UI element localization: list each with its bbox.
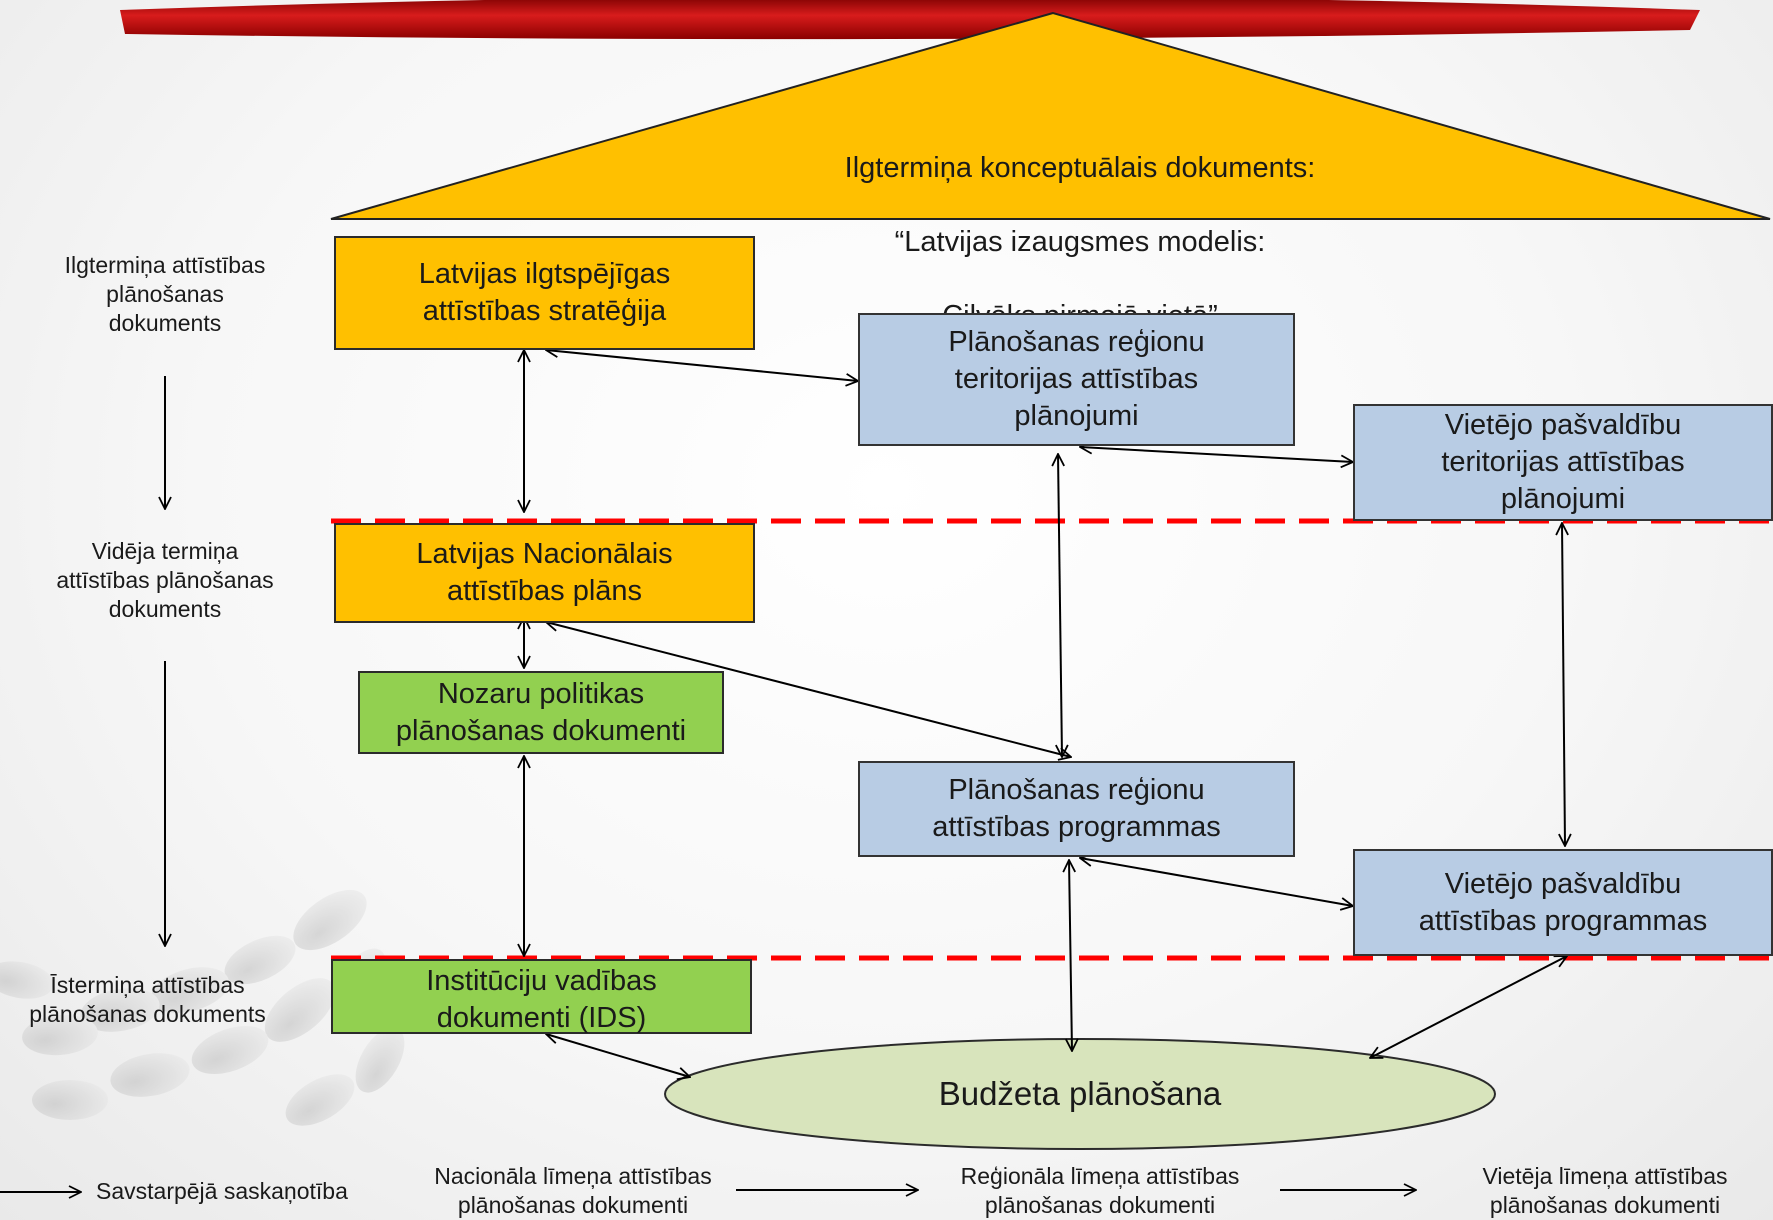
top-banner — [120, 0, 1700, 40]
label-long-term: Ilgtermiņa attīstības plānošanas dokumen… — [64, 252, 266, 336]
box-regional-dev-programmes: Plānošanas reģionu attīstības programmas — [858, 761, 1295, 857]
link-ndp-regional-programmes — [546, 622, 1071, 757]
box-regional-territorial-plans: Plānošanas reģionu teritorijas attīstība… — [858, 313, 1295, 446]
legend-local-label: Vietēja līmeņa attīstības plānošanas dok… — [1482, 1163, 1728, 1218]
link-local-programmes-budget — [1370, 956, 1567, 1058]
legend-national-label: Nacionāla līmeņa attīstības plānošanas d… — [434, 1163, 712, 1218]
roof-title: Ilgtermiņa konceptuālais dokuments: “Lat… — [740, 113, 1420, 372]
legend-mutual-label: Savstarpējā saskaņotība — [96, 1178, 348, 1204]
box-institution-docs: Institūciju vadības dokumenti (IDS) — [331, 959, 752, 1034]
label-short-term: Īstermiņa attīstības plānošanas dokument… — [29, 972, 266, 1027]
roof-line-1: Ilgtermiņa konceptuālais dokuments: — [844, 152, 1316, 184]
box-national-development-plan: Latvijas Nacionālais attīstības plāns — [334, 523, 755, 623]
link-local-plans-programmes — [1562, 523, 1565, 846]
box-local-dev-programmes: Vietējo pašvaldību attīstības programmas — [1353, 849, 1773, 956]
budget-ellipse — [664, 1038, 1496, 1150]
legend-regional-label: Reģionāla līmeņa attīstības plānošanas d… — [960, 1163, 1240, 1218]
link-ids-budget — [546, 1034, 690, 1077]
roof-triangle — [330, 11, 1771, 220]
box-local-territorial-plans: Vietējo pašvaldību teritorijas attīstība… — [1353, 404, 1773, 521]
link-regional-plans-programmes — [1058, 454, 1062, 757]
link-regional-local-plans — [1080, 447, 1353, 462]
label-medium-term: Vidēja termiņa attīstības plānošanas dok… — [56, 538, 274, 622]
link-strategy-regional-plans — [546, 350, 858, 381]
roof-line-2: “Latvijas izaugsmes modelis: — [894, 226, 1266, 258]
budget-planning-label: Budžeta plānošana — [938, 1075, 1222, 1112]
box-sustainable-strategy: Latvijas ilgtspējīgas attīstības stratēģ… — [334, 236, 755, 350]
link-regional-local-programmes — [1080, 858, 1353, 906]
box-sector-policy-docs: Nozaru politikas plānošanas dokumenti — [358, 671, 724, 754]
link-regional-programmes-budget — [1069, 860, 1072, 1051]
